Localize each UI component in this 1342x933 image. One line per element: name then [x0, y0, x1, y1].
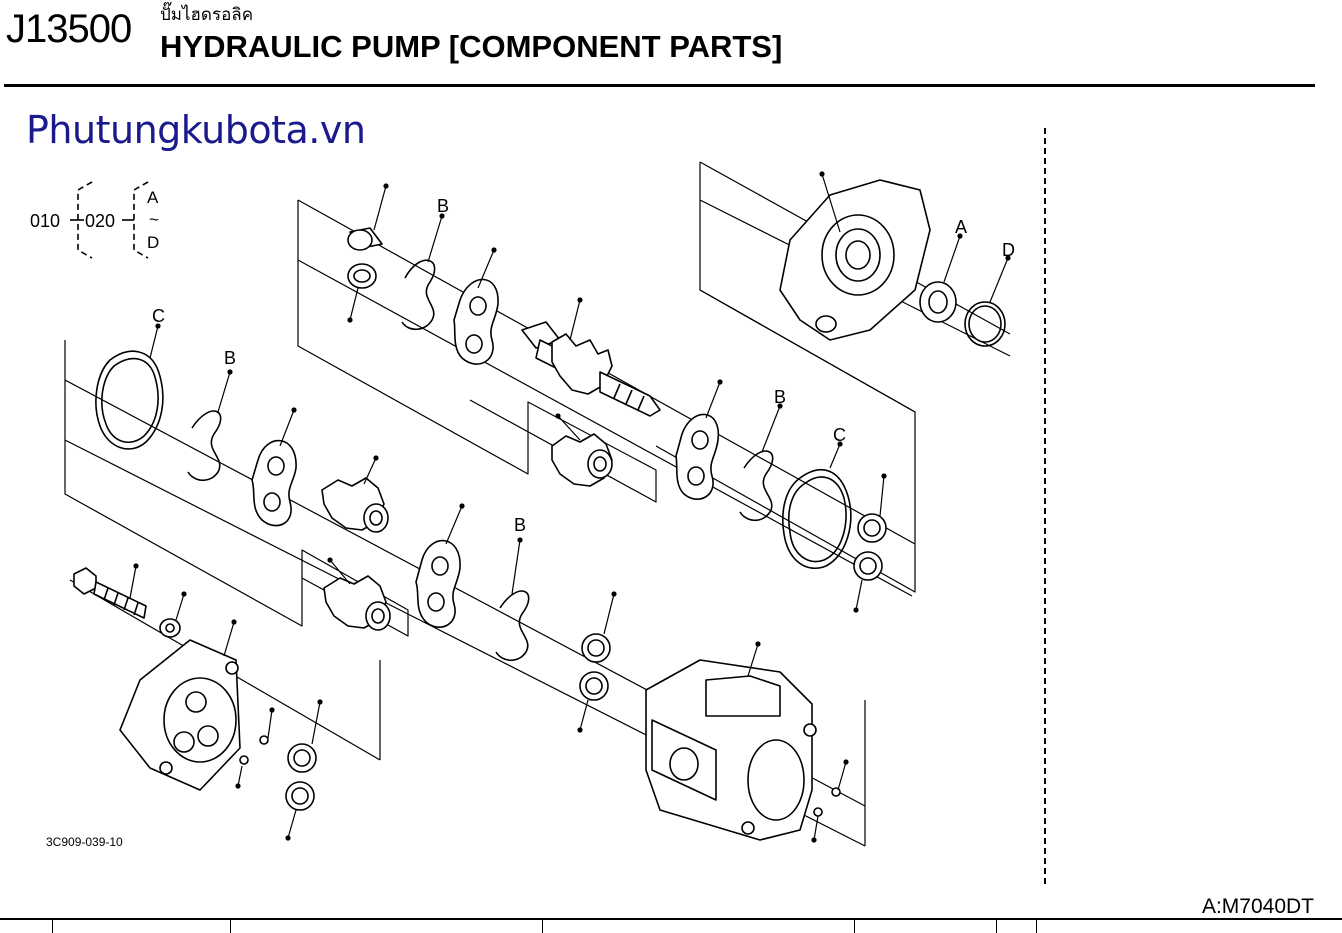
bushing-middle-2: [579, 671, 609, 701]
driven-gear-lower: [323, 575, 391, 631]
footer-tick: [230, 918, 231, 933]
footer-tick: [996, 918, 997, 933]
callout-d: D: [1002, 240, 1015, 260]
footer-tick: [854, 918, 855, 933]
o-ring-c-right: [781, 468, 852, 569]
ref-legend-range-end: D: [147, 233, 159, 252]
side-plate-left: [251, 439, 297, 527]
callout-a: A: [955, 217, 967, 237]
seal-b-right: [739, 450, 774, 522]
seal-b-left: [187, 410, 222, 482]
watermark: Phutungkubota.vn: [26, 108, 366, 152]
callout-c-right: C: [833, 425, 846, 445]
bushing-middle-1: [581, 633, 611, 663]
body-pins: [813, 787, 841, 817]
ref-legend-020: 020: [85, 211, 115, 231]
model-code: A:M7040DT: [1201, 895, 1314, 918]
dashed-divider: [1044, 128, 1046, 884]
ref-legend: [70, 181, 149, 259]
ref-legend-range-sep: ~: [149, 210, 159, 229]
pump-body: [645, 659, 817, 841]
footer-tick: [1036, 918, 1037, 933]
rear-pins: [239, 735, 269, 765]
rear-bushing-1: [287, 743, 317, 773]
o-ring-c-left: [95, 350, 164, 450]
snap-ring-d: [964, 301, 1006, 347]
leader-lines: [129, 173, 1009, 841]
callout-c-left: C: [152, 306, 165, 326]
oil-seal-a: [919, 281, 957, 323]
bushing-right-1: [857, 513, 887, 543]
footer-rule: [0, 918, 1342, 920]
bushing-right-2: [853, 551, 883, 581]
driven-gear-upper: [551, 433, 613, 487]
footer-tick: [52, 918, 53, 933]
leader-dots: [133, 171, 1011, 843]
bushing-upper-1: [347, 227, 383, 251]
front-cover: [779, 179, 931, 341]
rear-cover: [119, 639, 241, 791]
drive-gear-lower: [321, 477, 389, 533]
side-plate-middle: [415, 539, 461, 628]
bolt: [73, 567, 147, 619]
seal-b-middle: [495, 590, 530, 662]
drive-shaft: [521, 321, 661, 417]
washer: [159, 618, 181, 638]
page-title-thai: ปั๊มไฮดรอลิค: [160, 5, 254, 25]
callout-b-middle: B: [514, 515, 526, 535]
callout-b-right: B: [774, 387, 786, 407]
header-rule: [4, 84, 1315, 87]
ref-legend-010: 010: [30, 211, 60, 231]
ref-legend-range-start: A: [147, 188, 159, 207]
footer-tick: [542, 918, 543, 933]
side-plate-right: [675, 413, 720, 500]
callout-b-upper: B: [437, 196, 449, 216]
bushing-upper-2: [347, 263, 377, 289]
page-code: J13500: [6, 7, 132, 51]
callout-b-left: B: [224, 348, 236, 368]
rear-bushing-2: [285, 781, 315, 811]
drawing-number: 3C909-039-10: [46, 835, 123, 849]
side-plate-upper: [453, 278, 499, 365]
seal-b-upper: [401, 259, 436, 331]
page-title: HYDRAULIC PUMP [COMPONENT PARTS]: [160, 29, 783, 64]
